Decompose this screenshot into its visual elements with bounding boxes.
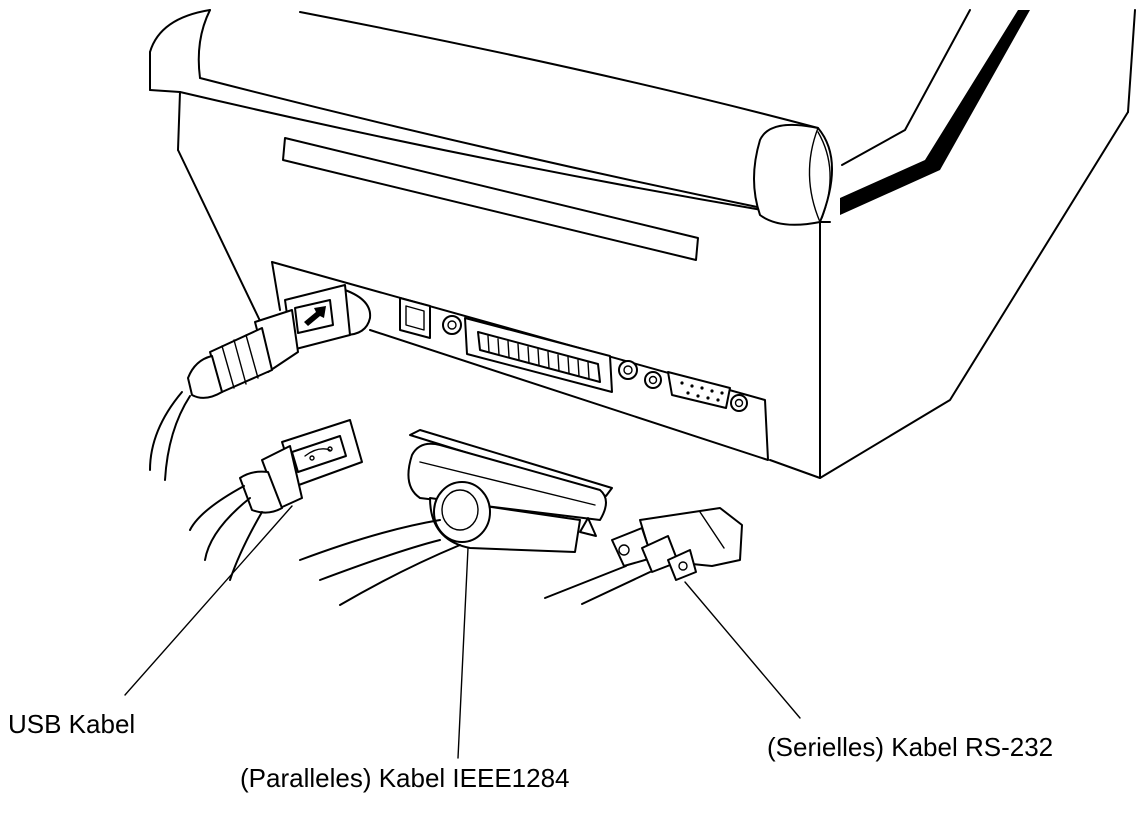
serial-plug [544,507,743,605]
usb-cable-label: USB Kabel [8,709,136,739]
leader-lines [124,505,801,759]
plugged-cable [149,284,372,481]
leader-line-serial [684,581,801,719]
printer-body [149,9,1136,479]
usb-plug [189,419,363,581]
parallel-cable-label: (Paralleles) Kabel IEEE1284 [240,763,570,793]
leader-line-parallel [457,547,469,759]
parallel-plug [299,429,613,606]
printer-ports [399,297,748,412]
leader-line-usb [124,505,293,696]
serial-cable-label: (Serielles) Kabel RS-232 [767,732,1054,762]
